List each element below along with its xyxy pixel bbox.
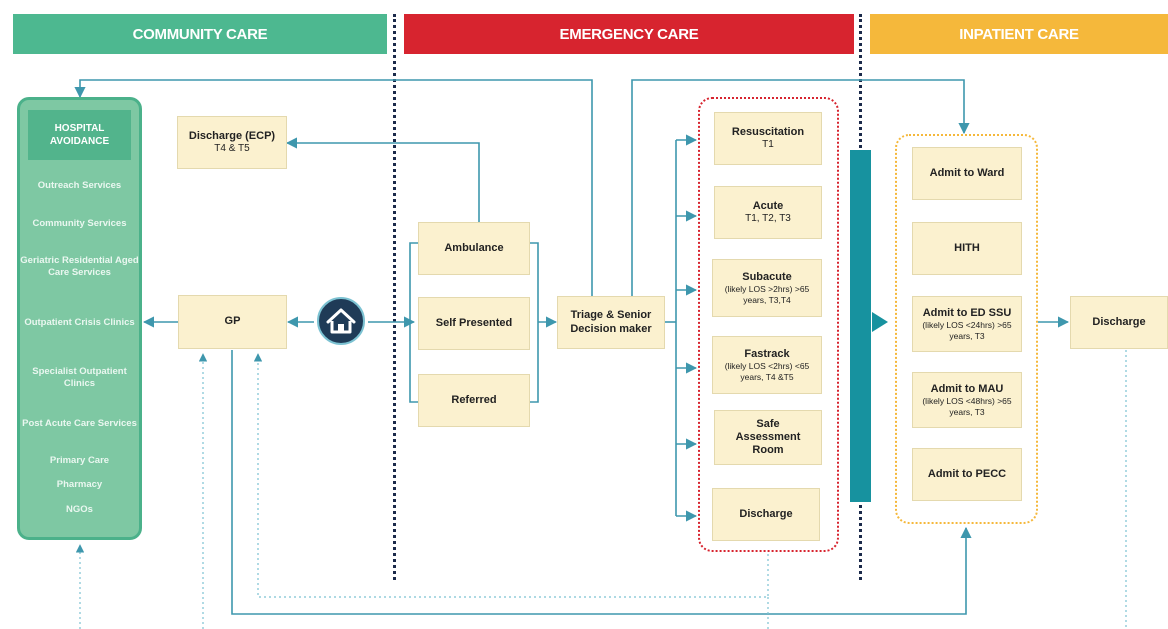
inpatient-options-container — [895, 134, 1038, 524]
gp-title: GP — [224, 315, 241, 328]
stream-fastrack-sub: (likely LOS <2hrs) <65 years, T4 &T5 — [724, 361, 810, 382]
inpatient-ed-ssu-box: Admit to ED SSU (likely LOS <24hrs) >65 … — [912, 296, 1022, 352]
header-inpatient-care: INPATIENT CARE — [870, 14, 1168, 54]
home-icon — [316, 296, 366, 346]
hosp-item-outpatient-crisis: Outpatient Crisis Clinics — [24, 317, 135, 328]
gp-box: GP — [178, 295, 287, 349]
discharge-ecp-title: Discharge (ECP) — [188, 129, 276, 142]
stream-resuscitation-sub: T1 — [762, 139, 774, 151]
stream-acute-sub: T1, T2, T3 — [745, 213, 791, 225]
flow-triage-to-inpatient — [631, 79, 970, 296]
arrival-self-presented-box: Self Presented — [418, 297, 530, 350]
inpatient-mau-sub: (likely LOS <48hrs) >65 years, T3 — [922, 396, 1012, 417]
stream-acute-box: Acute T1, T2, T3 — [714, 186, 822, 239]
bracket-arrivals-right — [530, 242, 539, 403]
teal-bar-arrow — [872, 312, 888, 332]
discharge-ecp-box: Discharge (ECP) T4 & T5 — [177, 116, 287, 169]
final-discharge-box: Discharge — [1070, 296, 1168, 349]
stream-resuscitation-title: Resuscitation — [731, 125, 805, 138]
inpatient-ed-ssu-sub: (likely LOS <24hrs) >65 years, T3 — [922, 320, 1012, 341]
inpatient-mau-box: Admit to MAU (likely LOS <48hrs) >65 yea… — [912, 372, 1022, 428]
stream-resuscitation-box: Resuscitation T1 — [714, 112, 822, 165]
stream-subacute-box: Subacute (likely LOS >2hrs) >65 years, T… — [712, 259, 822, 317]
inpatient-hith-box: HITH — [912, 222, 1022, 275]
stream-discharge-title: Discharge — [739, 507, 793, 520]
hosp-item-specialist: Specialist Outpatient Clinics — [32, 366, 127, 389]
arrival-referred-box: Referred — [418, 374, 530, 427]
final-discharge-title: Discharge — [1092, 315, 1146, 328]
flow-gp-bottom-loop — [231, 350, 972, 615]
header-community-label: COMMUNITY CARE — [132, 25, 268, 43]
stream-acute-title: Acute — [752, 199, 784, 212]
triage-title: Triage & Senior Decision maker — [570, 309, 652, 335]
header-inpatient-label: INPATIENT CARE — [959, 25, 1079, 43]
hosp-item-primary-care: Primary Care — [49, 455, 110, 466]
discharge-ecp-sub: T4 & T5 — [214, 143, 250, 155]
teal-transfer-bar — [850, 150, 871, 502]
hosp-item-community: Community Services — [32, 218, 127, 229]
stream-safe-room-box: Safe Assessment Room — [714, 410, 822, 465]
hospital-avoidance-title: HOSPITAL AVOIDANCE — [28, 110, 131, 160]
header-emergency-label: EMERGENCY CARE — [559, 25, 699, 43]
inpatient-hith-title: HITH — [954, 241, 980, 254]
flow-triage-to-hospital — [74, 79, 593, 296]
emergency-streams-container — [698, 97, 839, 552]
hospital-avoidance-panel: HOSPITAL AVOIDANCE Outreach Services Com… — [17, 97, 142, 540]
arrival-ambulance-box: Ambulance — [418, 222, 530, 275]
stream-subacute-title: Subacute — [742, 271, 792, 284]
stream-discharge-box: Discharge — [712, 488, 820, 541]
inpatient-mau-title: Admit to MAU — [930, 383, 1004, 396]
arrival-referred-label: Referred — [451, 393, 497, 406]
triage-box: Triage & Senior Decision maker — [557, 296, 665, 349]
stream-fastrack-box: Fastrack (likely LOS <2hrs) <65 years, T… — [712, 336, 822, 394]
inpatient-pecc-box: Admit to PECC — [912, 448, 1022, 501]
dotted-return-ed — [253, 353, 769, 598]
inpatient-ed-ssu-title: Admit to ED SSU — [922, 307, 1012, 320]
hosp-item-geriatric: Geriatric Residential Aged Care Services — [20, 255, 139, 278]
inpatient-ward-title: Admit to Ward — [929, 166, 1005, 179]
separator-community-emergency — [393, 14, 396, 580]
hosp-item-ngos: NGOs — [66, 504, 93, 515]
flow-ambulance-to-ecp — [285, 137, 480, 222]
stream-fastrack-title: Fastrack — [744, 348, 790, 361]
stream-safe-room-title: Safe Assessment Room — [735, 417, 801, 457]
arrival-ambulance-label: Ambulance — [444, 241, 504, 254]
header-emergency-care: EMERGENCY CARE — [404, 14, 854, 54]
arrival-self-presented-label: Self Presented — [435, 316, 513, 329]
header-community-care: COMMUNITY CARE — [13, 14, 387, 54]
hosp-item-post-acute: Post Acute Care Services — [22, 418, 137, 429]
hosp-item-outreach: Outreach Services — [37, 180, 122, 191]
stream-subacute-sub: (likely LOS >2hrs) >65 years, T3,T4 — [724, 284, 810, 305]
inpatient-ward-box: Admit to Ward — [912, 147, 1022, 200]
bracket-arrivals-left — [409, 242, 418, 403]
inpatient-pecc-title: Admit to PECC — [927, 467, 1007, 480]
hosp-item-pharmacy: Pharmacy — [56, 479, 103, 490]
